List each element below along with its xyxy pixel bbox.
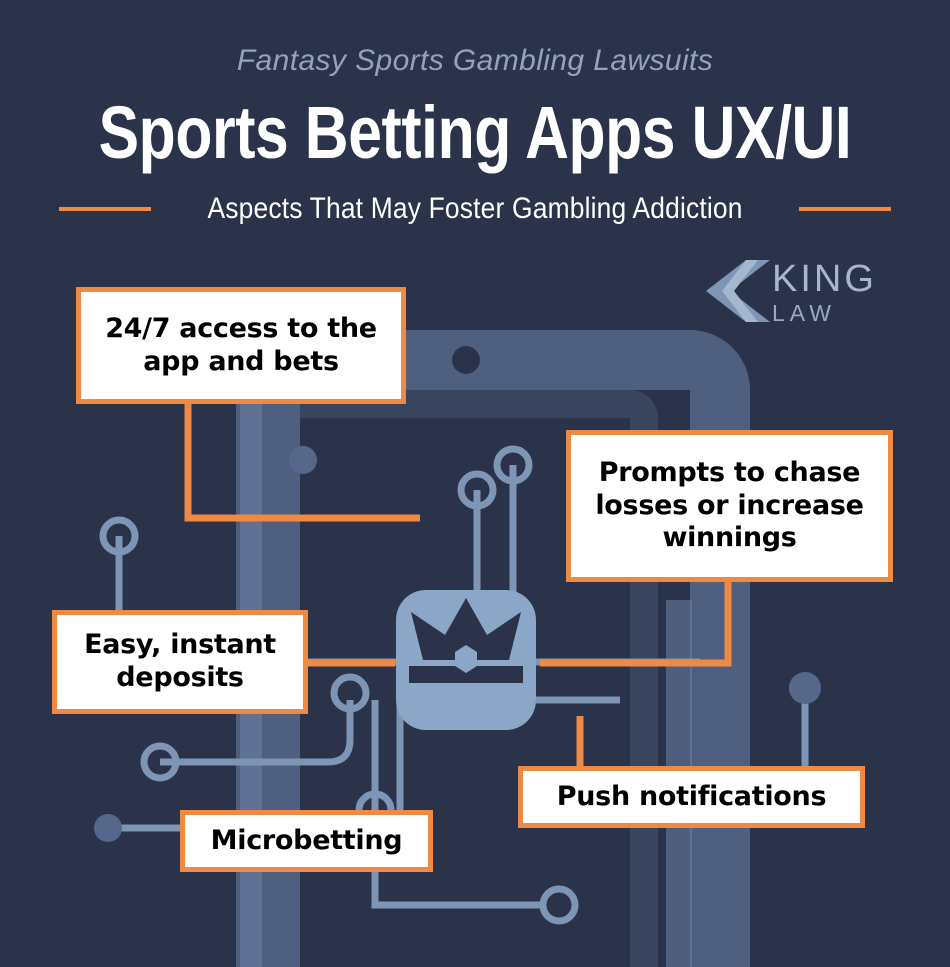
callout-push-notifications[interactable]: Push notifications (518, 766, 865, 828)
subtitle-row: Aspects That May Foster Gambling Addicti… (0, 192, 950, 226)
orange-connector-traces (184, 404, 732, 812)
logo-wordmark: KING LAW (772, 258, 890, 326)
callout-easy-instant-deposits[interactable]: Easy, instant deposits (52, 610, 308, 714)
logo-king-text: KING (772, 258, 877, 300)
crown-gem-icon (455, 645, 477, 673)
eyebrow-text: Fantasy Sports Gambling Lawsuits (236, 44, 714, 77)
header: Fantasy Sports Gambling Lawsuits Sports … (0, 0, 950, 226)
subtitle-rule-right (799, 207, 892, 212)
page-title: Sports Betting Apps UX/UI (98, 91, 852, 174)
king-law-logo[interactable]: KING LAW (700, 258, 890, 326)
logo-law-text: LAW (772, 299, 836, 326)
subtitle-text: Aspects That May Foster Gambling Addicti… (207, 192, 743, 226)
callout-microbetting[interactable]: Microbetting (180, 810, 433, 872)
circuit-dot-terminals (94, 446, 821, 842)
subtitle-rule-left (58, 207, 151, 212)
crown-panel (396, 590, 536, 730)
chevron-left-icon (706, 260, 770, 322)
callout-prompts-chase-losses[interactable]: Prompts to chase losses or increase winn… (566, 430, 893, 582)
callout-24-7-access[interactable]: 24/7 access to the app and bets (76, 287, 406, 404)
